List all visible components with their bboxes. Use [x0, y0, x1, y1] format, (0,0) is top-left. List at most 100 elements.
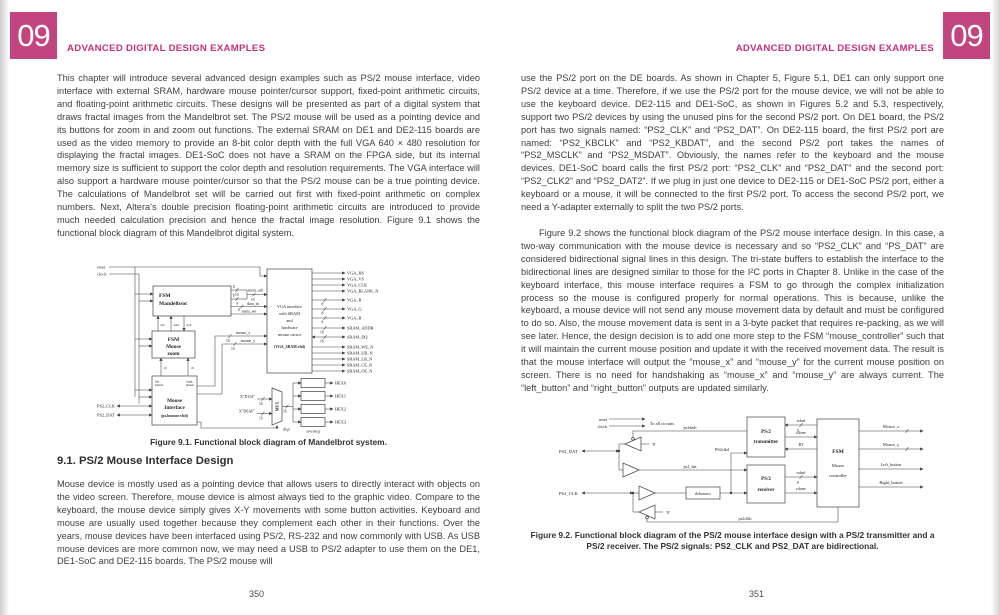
- signal-label: Mouse_y: [883, 442, 900, 447]
- block-label: MUX: [275, 402, 280, 412]
- mouse-interface-block: [151, 375, 198, 426]
- block-label: Mouse: [832, 463, 845, 468]
- running-head-right: ADVANCED DIGITAL DESIGN EXAMPLES: [735, 43, 934, 54]
- fsm-mouse-zoom-block: [151, 330, 196, 359]
- signal-label: X"D154": [240, 394, 255, 399]
- block-label: PS/2: [761, 477, 771, 482]
- bus-width-label: 9: [236, 302, 238, 306]
- port-label: button: [186, 383, 195, 387]
- block-label: PS/2: [761, 430, 771, 435]
- block-label: Mouse: [166, 344, 182, 350]
- bus-width-label: 10: [226, 339, 230, 343]
- mux-block: [271, 387, 283, 426]
- block-label: controller: [829, 473, 847, 478]
- signal-label: reset: [97, 265, 106, 270]
- block-label: Mandelbrot: [159, 301, 187, 307]
- signal-label: HEX3: [335, 420, 346, 425]
- block-label: (ps2mouse.vhd): [161, 413, 188, 418]
- signal-label: VGA_BLANK_N: [347, 289, 379, 294]
- block-label: FSM: [159, 293, 171, 299]
- block-label: sevenseg: [306, 430, 320, 434]
- signal-label: RT: [798, 442, 804, 447]
- signal-label: txbuf: [797, 418, 806, 423]
- right-paragraph-2: Figure 9.2 shows the functional block di…: [521, 228, 944, 393]
- sevenseg-decoder-0: [300, 378, 326, 388]
- vga-interface-block: [266, 268, 313, 374]
- section-heading-9-1: 9.1. PS/2 Mouse Interface Design: [57, 455, 234, 467]
- block-label: hardware: [282, 325, 298, 330]
- ps2-transmitter-block: [746, 416, 786, 458]
- signal-label: VGA_B: [347, 316, 361, 321]
- tristate-buffer-clk-out: [638, 504, 656, 520]
- figure91-wires: [109, 266, 334, 429]
- tristate-buffer-dat-out: [624, 436, 642, 452]
- mouse-paragraph: Mouse device is mostly used as a pointin…: [57, 479, 480, 567]
- bus-width-label: 16: [283, 410, 287, 414]
- signal-label: To all circuits: [650, 421, 674, 426]
- block-label: (VGA_SRAM.vhd): [274, 345, 306, 349]
- bus-width-label: 8: [322, 303, 324, 307]
- signal-label: mouse_x: [236, 330, 250, 335]
- bus-width-label: 8: [238, 308, 240, 312]
- bus-width-label: 16: [320, 340, 324, 344]
- block-label: with SRAM: [279, 311, 300, 316]
- signal-label: tdone: [796, 430, 805, 435]
- signal-label: VGA_CLK: [347, 283, 368, 288]
- signal-label: PS2_DAT: [559, 449, 578, 454]
- chapter-number-badge-right: 09: [943, 12, 990, 59]
- block-label: Mouse: [167, 398, 183, 404]
- figure-9-2-caption: Figure 9.2. Functional block diagram of …: [530, 530, 935, 551]
- bus-width-label: 8: [322, 312, 324, 316]
- figure-9-1-diagram: reset clock FSM Mandelbrot X Y 10 9 19 m…: [97, 265, 379, 434]
- signal-label: mem_adr: [248, 288, 264, 293]
- signal-label: rb: [191, 366, 194, 370]
- bus-width-label: 8: [322, 321, 324, 325]
- page-number-left: 350: [248, 589, 265, 599]
- block-label: VGA interface: [277, 304, 302, 309]
- figure-9-1-caption: Figure 9.1. Functional block diagram of …: [150, 437, 387, 447]
- ps2-receiver-block: [746, 464, 786, 504]
- block-label: transmitter: [754, 440, 779, 445]
- chapter-number-badge-left: 09: [10, 12, 57, 59]
- signal-label: zin: [160, 323, 165, 327]
- signal-label: VGA_G: [347, 307, 362, 312]
- bus-width-label: 16: [259, 402, 263, 406]
- bus-width-label: 10: [235, 293, 239, 297]
- signal-label: SRAM_UB_N: [347, 351, 373, 356]
- signal-label: PS2clkd: [715, 447, 730, 452]
- signal-label: zout: [173, 323, 181, 327]
- signal-label: SRAM_LB_N: [347, 357, 372, 362]
- bus-width-label: 8: [797, 429, 799, 433]
- signal-label: SRAM_CE_N: [347, 363, 372, 368]
- figure-9-2-diagram: reset clock To all circuits PS2_DAT PS2_…: [559, 416, 924, 523]
- tristate-buffer-dat-in: [622, 462, 640, 478]
- page-number-right: 351: [748, 589, 765, 599]
- port-label: left_: [155, 380, 161, 384]
- block-label: FSM: [168, 337, 180, 343]
- signal-label: VGA_VS: [347, 277, 365, 282]
- block-label: FSM: [832, 449, 844, 455]
- signal-label: Right_button: [879, 480, 903, 485]
- signal-label: disp: [283, 427, 290, 432]
- signal-label: Left_button: [881, 462, 903, 467]
- right-paragraph-1: use the PS/2 port on the DE boards. As s…: [521, 73, 944, 213]
- signal-label: rxbuf: [796, 470, 806, 475]
- block-label: Interface: [164, 405, 185, 411]
- bus-width-label: 16: [259, 417, 263, 421]
- sevenseg-decoder-1: [300, 391, 326, 401]
- sevenseg-decoder-2: [300, 404, 326, 414]
- block-label: and: [286, 318, 293, 323]
- signal-label: rdone: [796, 486, 806, 491]
- signal-label: ps2clkb: [738, 516, 751, 521]
- signal-label: '0': [666, 510, 670, 515]
- block-label: debounce: [695, 491, 711, 496]
- signal-label: PS2_DAT: [97, 413, 115, 418]
- signal-label: HEX1: [335, 394, 346, 399]
- signal-label: PS2_CLK: [559, 491, 579, 496]
- debounce-block: [685, 486, 721, 500]
- signal-label: SRAM_ADDR: [347, 326, 374, 331]
- signal-label: ps2datb: [683, 425, 696, 430]
- signal-label: X"D0AF": [239, 409, 256, 414]
- signal-label: SRAM_WE_N: [347, 345, 373, 350]
